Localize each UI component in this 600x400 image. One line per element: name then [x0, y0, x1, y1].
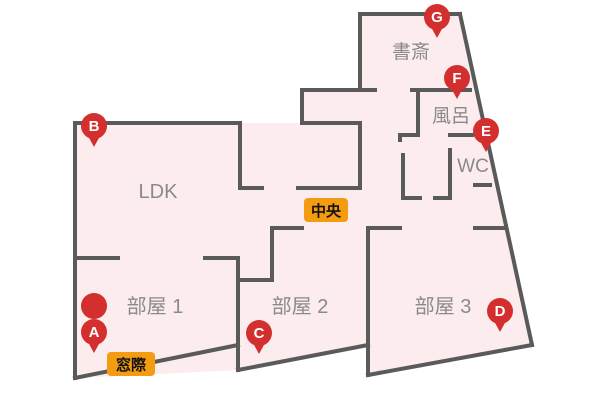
pin-head [81, 113, 107, 139]
marker-a[interactable]: A [81, 293, 108, 353]
pin-icon [431, 27, 443, 38]
marker-label-f: F [452, 70, 461, 87]
pin-icon [253, 343, 265, 354]
pin-icon [451, 88, 463, 99]
walls [72, 11, 535, 381]
pin-icon [81, 293, 108, 353]
marker-label-c: C [254, 325, 265, 342]
pin-head [81, 319, 107, 345]
pin-head [473, 118, 499, 144]
room-label-room2: 部屋 2 [272, 295, 329, 318]
room-label-study: 書斎 [392, 41, 430, 63]
room-label-room1: 部屋 1 [127, 295, 184, 318]
marker-label-e: E [481, 123, 491, 140]
badge-center-bg [304, 198, 348, 222]
badge-window-bg [107, 352, 155, 376]
marker-label-b: B [89, 118, 100, 135]
marker-g[interactable]: G [424, 4, 450, 38]
pin-icon [88, 136, 100, 147]
marker-label-a: A [89, 324, 100, 341]
room-label-room3: 部屋 3 [415, 295, 472, 318]
room-label-ldk: LDK [139, 181, 179, 203]
badge-window-label: 窓際 [116, 356, 147, 374]
pin-head [444, 65, 470, 91]
badge-window: 窓際 [107, 352, 155, 376]
marker-label-d: D [495, 303, 506, 320]
badge-center: 中央 [304, 198, 348, 222]
pin-head [487, 298, 513, 324]
badge-center-label: 中央 [311, 202, 342, 220]
room-label-bath: 風呂 [432, 106, 470, 127]
pin-head [246, 320, 272, 346]
pin-icon [480, 141, 492, 152]
marker-c[interactable]: C [246, 320, 272, 354]
pin-icon [494, 321, 506, 332]
marker-f[interactable]: F [444, 65, 470, 99]
marker-label-g: G [431, 9, 443, 26]
marker-b[interactable]: B [81, 113, 107, 147]
marker-d[interactable]: D [487, 298, 513, 332]
room-labels: LDK 部屋 1 部屋 2 部屋 3 書斎 風呂 WC [127, 41, 489, 318]
room-label-wc: WC [457, 156, 489, 177]
pin-head [424, 4, 450, 30]
marker-e[interactable]: E [473, 118, 499, 152]
